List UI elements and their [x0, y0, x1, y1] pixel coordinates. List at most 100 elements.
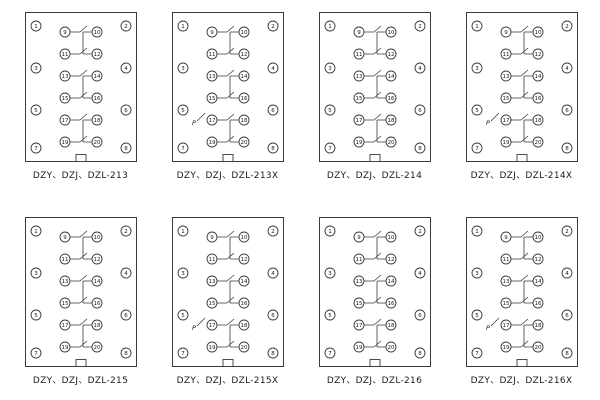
terminal-number: 9: [357, 235, 361, 241]
terminal: [471, 62, 482, 74]
terminal: [91, 297, 102, 309]
diagram-label: DZY、DZJ、DZL-215: [32, 376, 129, 386]
terminal: [206, 231, 217, 243]
terminal: [59, 275, 70, 287]
terminal: [385, 136, 396, 148]
terminal: [324, 267, 335, 279]
terminal-number: 18: [387, 118, 394, 124]
terminal: [561, 267, 572, 279]
terminal: [500, 48, 511, 60]
terminal: [30, 104, 41, 116]
terminal: [471, 20, 482, 32]
terminal-number: 9: [504, 235, 508, 241]
terminal-number: 1: [328, 24, 332, 30]
terminal-number: 2: [565, 24, 569, 30]
terminal: [385, 319, 396, 331]
keying-notch: [369, 359, 380, 367]
terminal: [206, 319, 217, 331]
contact-lines: [510, 230, 533, 348]
terminal-number: 14: [240, 74, 247, 80]
terminal: [238, 136, 249, 148]
terminal-number: 19: [355, 345, 362, 351]
terminal: [238, 231, 249, 243]
terminal-number: 7: [328, 351, 332, 357]
terminal: [414, 225, 425, 237]
terminal: [120, 347, 131, 359]
terminal-number: 5: [475, 313, 479, 319]
terminal-number: 14: [534, 279, 541, 285]
terminal-number: 12: [240, 52, 247, 58]
terminal: [532, 26, 543, 38]
terminal: [353, 253, 364, 265]
p-marker: P: [486, 112, 499, 127]
terminal: [353, 70, 364, 82]
terminal-number: 15: [61, 96, 68, 102]
terminal-number: 1: [181, 24, 185, 30]
terminal: [385, 231, 396, 243]
terminal: [91, 48, 102, 60]
terminal: [91, 341, 102, 353]
terminal-number: 14: [93, 279, 100, 285]
terminal: [238, 70, 249, 82]
terminal-number: 17: [61, 323, 68, 329]
terminal-number: 4: [124, 66, 128, 72]
terminal-number: 2: [271, 24, 275, 30]
terminal-number: 10: [93, 235, 100, 241]
terminal-number: 7: [328, 146, 332, 152]
terminal-number: 8: [418, 146, 422, 152]
terminal: [532, 70, 543, 82]
diagram-border: [465, 12, 578, 162]
terminal-number: 14: [93, 74, 100, 80]
diagram-label: DZY、DZJ、DZL-214: [326, 171, 423, 181]
terminal: [500, 297, 511, 309]
terminal-number: 3: [328, 66, 332, 72]
terminal: [238, 26, 249, 38]
terminal-number: 12: [93, 257, 100, 263]
terminal-number: 3: [475, 271, 479, 277]
terminal: [532, 253, 543, 265]
terminal: [500, 92, 511, 104]
terminal-number: 4: [124, 271, 128, 277]
terminal: [177, 20, 188, 32]
contact-lines: [363, 230, 386, 348]
contact-lines: [510, 25, 533, 143]
terminal: [385, 275, 396, 287]
terminal-number: 13: [208, 74, 215, 80]
keying-notch: [75, 359, 86, 367]
terminal-number: 19: [208, 140, 215, 146]
terminal: [91, 114, 102, 126]
terminal-number: 1: [34, 229, 38, 235]
terminal-number: 2: [124, 229, 128, 235]
terminal: [238, 48, 249, 60]
terminal: [59, 341, 70, 353]
terminal: [500, 341, 511, 353]
terminal: [532, 231, 543, 243]
terminal: [59, 70, 70, 82]
terminal: [324, 20, 335, 32]
terminal: [120, 267, 131, 279]
terminal-number: 20: [240, 140, 247, 146]
terminal-number: 10: [387, 235, 394, 241]
terminal: [353, 319, 364, 331]
terminal: [267, 267, 278, 279]
terminal: [500, 231, 511, 243]
terminal-number: 20: [240, 345, 247, 351]
diagram-border: [171, 217, 284, 367]
terminal-number: 17: [502, 118, 509, 124]
contact-lines: [69, 230, 92, 348]
diagram-border: [171, 12, 284, 162]
terminal: [561, 62, 572, 74]
terminal: [120, 225, 131, 237]
diagram-label: DZY、DZJ、DZL-215X: [176, 376, 279, 386]
terminal-number: 17: [208, 118, 215, 124]
terminal: [238, 319, 249, 331]
terminal-number: 3: [181, 66, 185, 72]
p-marker-label: P: [486, 324, 490, 332]
terminal: [59, 319, 70, 331]
terminal-number: 17: [355, 323, 362, 329]
